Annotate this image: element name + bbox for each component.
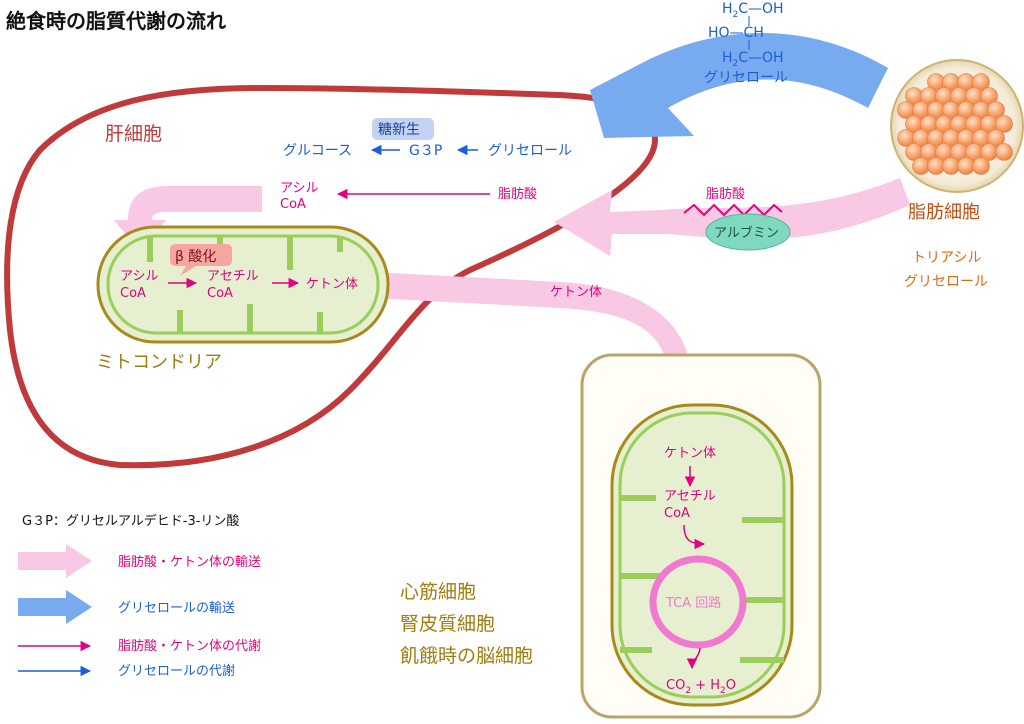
mitochondria-label: ミトコンドリア: [96, 352, 222, 373]
beta-oxidation-badge: [170, 244, 232, 266]
glycerol-name: グリセロール: [704, 70, 788, 86]
target-ketone-label: ケトン体: [664, 446, 716, 461]
fat-droplet: [987, 129, 1005, 147]
tca-cycle-ring: [649, 555, 747, 649]
transport-fatty-acid-label: 脂肪酸: [706, 186, 745, 202]
legend-label-2: 脂肪酸・ケトン体の代謝: [118, 638, 261, 654]
triacylglycerol-label-1: トリアシル: [912, 250, 981, 266]
fat-droplet: [995, 115, 1013, 133]
liver-glycerol-label: グリセロール: [488, 143, 572, 159]
arrow-tca-to-co2: [686, 647, 701, 670]
co2-h2o-label: CO2 + H2O: [666, 678, 736, 696]
mito-acyl-2: CoA: [120, 286, 146, 301]
transport-ketone-label: ケトン体: [550, 285, 602, 300]
liver-cell-outline: [4, 84, 659, 469]
fat-droplet: [912, 157, 930, 175]
glycerol-line1: H2C—OH: [722, 1, 784, 20]
target-cell-label-2: 腎皮質細胞: [400, 613, 495, 635]
acyl-coa-label-1: アシル: [280, 181, 318, 196]
mito-acetyl-2: CoA: [207, 286, 233, 301]
mito-acyl-1: アシル: [120, 269, 158, 284]
legend: G３P：グリセルアルデヒド-3-リン酸 脂肪酸・ケトン体の輸送 グリセロールの輸…: [18, 513, 261, 679]
fat-droplet: [927, 157, 945, 175]
target-mitochondria: [610, 403, 794, 707]
adipocyte-label: 脂肪細胞: [908, 202, 980, 223]
mito-acetyl-1: アセチル: [207, 269, 259, 284]
glycerol-structure: H2C—OH HO—CH H2C—OH グリセロール: [704, 1, 788, 86]
legend-g3p-definition: G３P：グリセルアルデヒド-3-リン酸: [22, 513, 239, 529]
adipocyte-illustration: [890, 59, 1024, 193]
acyl-coa-label-2: CoA: [280, 197, 306, 212]
fatty-acid-zigzag: [683, 203, 783, 217]
fat-droplet: [942, 157, 960, 175]
target-cell-label-1: 心筋細胞: [400, 581, 476, 603]
mito-ketone-label: ケトン体: [306, 277, 358, 292]
g3p-label: G３P: [409, 143, 442, 159]
target-acetyl-2: CoA: [664, 506, 690, 521]
arrow-acetyl-to-tca: [683, 524, 706, 550]
albumin-label: アルブミン: [714, 225, 779, 241]
fat-droplet: [957, 157, 975, 175]
beta-oxidation-label: β 酸化: [175, 249, 216, 265]
fat-droplet: [972, 157, 990, 175]
target-acetyl-1: アセチル: [664, 489, 716, 504]
gluconeogenesis-label: 糖新生: [378, 122, 420, 138]
beta-oxidation-pointer: [180, 266, 196, 276]
legend-wide-blue-arrow: [18, 590, 92, 624]
triacylglycerol-label-2: グリセロール: [904, 274, 988, 290]
tca-label: TCA 回路: [665, 595, 721, 611]
liver-label: 肝細胞: [105, 123, 162, 145]
legend-label-0: 脂肪酸・ケトン体の輸送: [118, 554, 261, 570]
glycerol-transport-arrow: [590, 32, 888, 138]
page-title: 絶食時の脂質代謝の流れ: [6, 9, 226, 33]
glycerol-line2: HO—CH: [708, 25, 764, 41]
glucose-label: グルコース: [283, 143, 352, 159]
legend-label-3: グリセロールの代謝: [118, 664, 235, 679]
legend-label-1: グリセロールの輸送: [118, 601, 235, 616]
fat-droplet: [987, 101, 1005, 119]
ketone-transport-arrow: [372, 272, 710, 422]
target-cell-label-3: 飢餓時の脳細胞: [400, 645, 533, 667]
fat-droplet: [972, 73, 990, 91]
gluconeogenesis-badge: [372, 118, 434, 140]
fat-droplet: [995, 143, 1013, 161]
glycerol-line3: H2C—OH: [722, 50, 784, 69]
albumin-ellipse: [705, 213, 791, 251]
legend-wide-pink-arrow: [18, 544, 92, 578]
fat-droplet: [980, 87, 998, 105]
liver-fatty-acid-label: 脂肪酸: [498, 186, 537, 202]
